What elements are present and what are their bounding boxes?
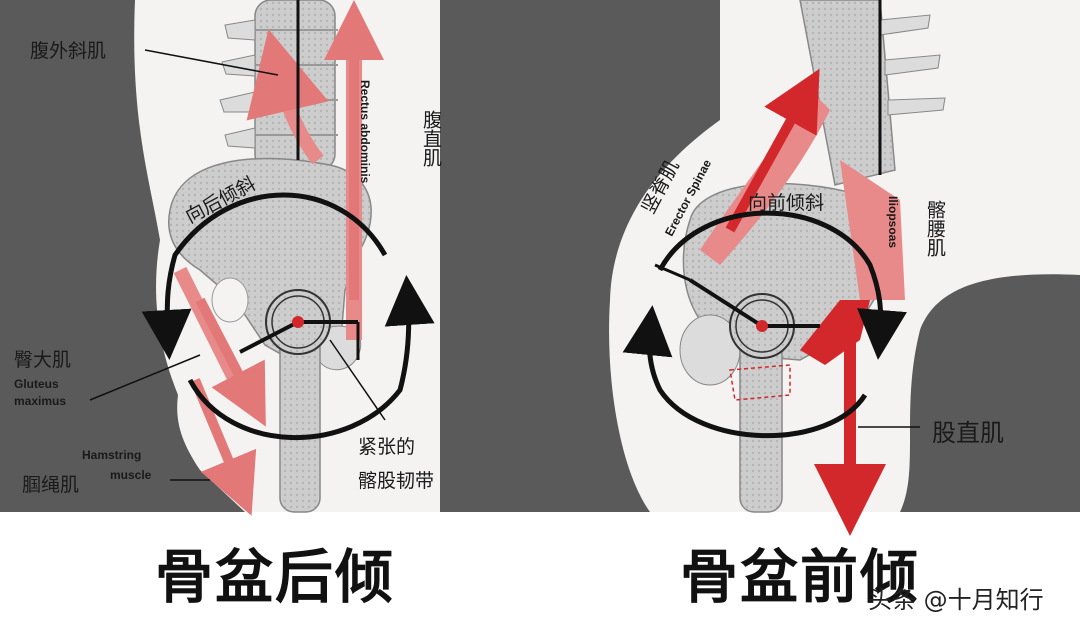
label-rectus-abdominis-en: Rectus abdominis [358,80,372,184]
left-leaders [89,49,386,481]
label-external-oblique: 腹外斜肌 [30,40,107,62]
label-tight-band-2: 髂股韧带 [358,470,435,492]
watermark: 头条 @十月知行 [868,586,1044,614]
label-iliopsoas-cn: 髂腰肌 [924,200,946,257]
label-hamstring-cn: 腘绳肌 [22,474,80,496]
label-hamstring-en-1: Hamstring [82,448,142,462]
right-tilt-arrows [622,210,907,439]
left-title: 骨盆后倾 [155,543,396,611]
label-iliopsoas-en: Iliopsoas [886,196,900,249]
caption-band [0,512,1080,628]
label-gluteus-en-2: maximus [14,394,67,408]
label-gluteus-en-1: Gluteus [14,377,59,391]
right-spine [799,0,946,186]
left-tilt-arrows [141,0,435,441]
label-gluteus-cn: 臀大肌 [14,349,72,371]
right-title: 骨盆前倾 [680,543,921,611]
label-rectus-abdominis-cn: 腹直肌 [420,110,442,167]
right-muscles [700,68,905,536]
label-anterior-tilt: 向前倾斜 [748,192,825,214]
label-rectus-femoris: 股直肌 [932,419,1004,447]
label-tight-band-1: 紧张的 [358,436,416,458]
left-muscles [173,0,384,516]
label-hamstring-en-2: muscle [110,468,152,482]
